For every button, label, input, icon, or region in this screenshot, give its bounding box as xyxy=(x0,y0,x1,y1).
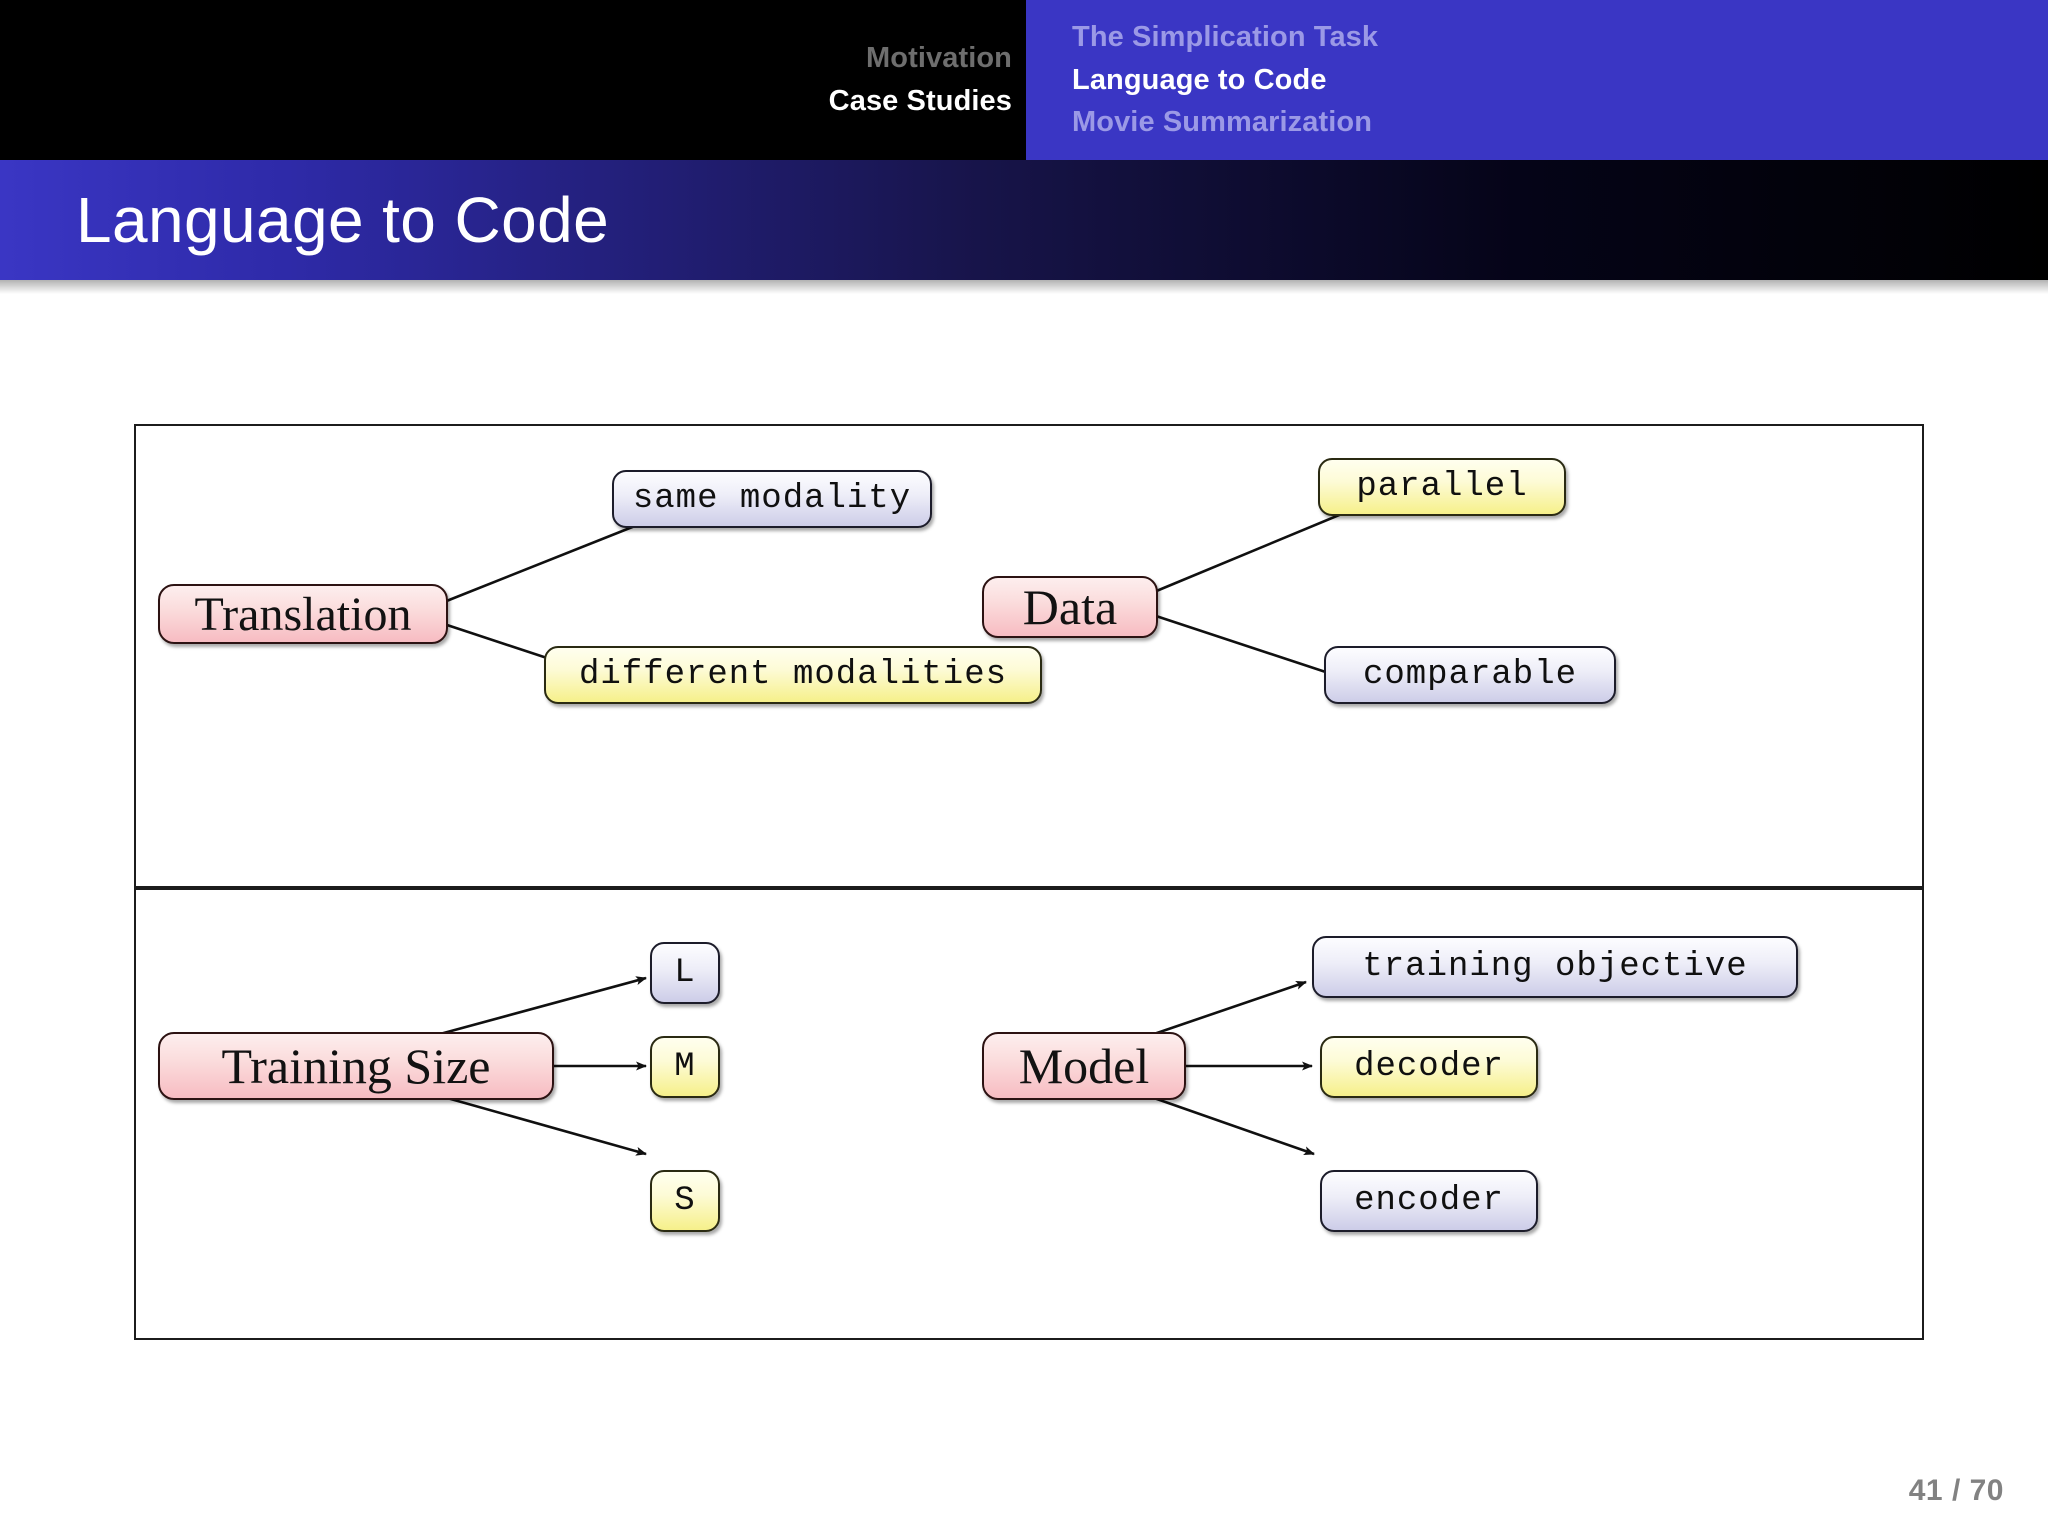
edge-model-encoder xyxy=(1153,1096,1315,1156)
diagram-figure: Translation same modality different moda… xyxy=(134,424,1924,1340)
node-translation[interactable]: Translation xyxy=(158,584,448,644)
node-data[interactable]: Data xyxy=(982,576,1158,638)
node-parallel[interactable]: parallel xyxy=(1318,458,1566,516)
page-title: Language to Code xyxy=(76,184,610,256)
node-m[interactable]: M xyxy=(650,1036,720,1098)
beamer-navigation-bar: Motivation Case Studies The Simplication… xyxy=(0,0,2048,160)
nav-item-case-studies[interactable]: Case Studies xyxy=(828,85,1012,117)
edge-model-training-objective xyxy=(1153,980,1307,1036)
node-comparable[interactable]: comparable xyxy=(1324,646,1616,704)
node-training-size[interactable]: Training Size xyxy=(158,1032,554,1100)
node-same-modality[interactable]: same modality xyxy=(612,470,932,528)
edge-training-size-l xyxy=(439,976,647,1036)
node-training-objective[interactable]: training objective xyxy=(1312,936,1798,998)
node-different-modalities[interactable]: different modalities xyxy=(544,646,1042,704)
page-number: 41 / 70 xyxy=(1908,1474,2004,1507)
nav-section-main: Motivation Case Studies xyxy=(0,0,1026,160)
nav-item-language-to-code[interactable]: Language to Code xyxy=(1072,63,1327,96)
nav-section-subsections: The Simplication Task Language to Code M… xyxy=(1026,0,2048,160)
node-l[interactable]: L xyxy=(650,942,720,1004)
edge-training-size-s xyxy=(439,1094,647,1156)
node-s[interactable]: S xyxy=(650,1170,720,1232)
nav-item-motivation[interactable]: Motivation xyxy=(866,42,1012,75)
diagram-edges xyxy=(439,506,1363,1156)
nav-item-movie-summarization[interactable]: Movie Summarization xyxy=(1072,106,1373,139)
node-encoder[interactable]: encoder xyxy=(1320,1170,1538,1232)
nav-item-the-simplication-task[interactable]: The Simplication Task xyxy=(1072,20,1379,53)
node-model[interactable]: Model xyxy=(982,1032,1186,1100)
slide-title-bar: Language to Code xyxy=(0,160,2048,280)
edge-translation-same-modality xyxy=(443,518,651,604)
title-bar-shadow xyxy=(0,280,2048,294)
edge-data-parallel xyxy=(1153,506,1357,594)
node-decoder[interactable]: decoder xyxy=(1320,1036,1538,1098)
